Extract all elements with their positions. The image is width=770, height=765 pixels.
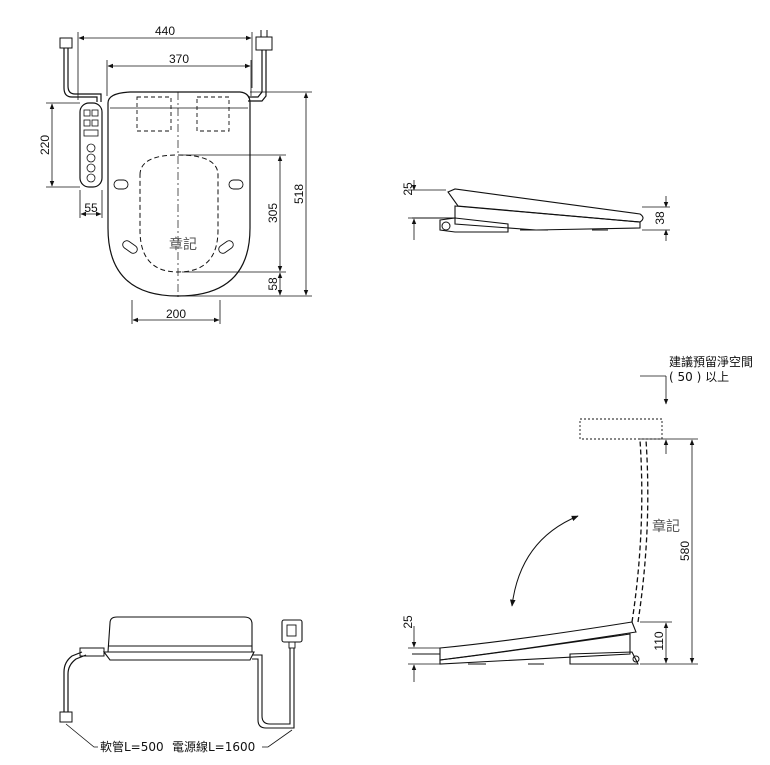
open-view-dimensions [408, 375, 698, 682]
front-view [59, 616, 303, 748]
dim-width-inner: 370 [169, 52, 189, 66]
mount-block-right [196, 96, 230, 132]
top-view [59, 30, 273, 300]
side-control-panel [79, 102, 103, 188]
dim-opening-width: 200 [166, 307, 186, 321]
dim-panel-width: 55 [84, 201, 98, 215]
dim-lid-thickness: 38 [653, 211, 667, 225]
dim-width-outer: 440 [155, 24, 175, 38]
water-valve-fitting [59, 37, 73, 49]
seat-opening [139, 154, 219, 273]
front-power-plug [281, 619, 303, 643]
side-view-dimensions [408, 180, 670, 241]
dim-open-height: 580 [678, 541, 692, 561]
dim-opening-length: 305 [266, 203, 280, 223]
dim-front-offset: 58 [266, 277, 280, 291]
mount-block-left [136, 96, 172, 132]
front-lid [107, 616, 253, 653]
top-view-dimensions [46, 32, 312, 324]
dim-open-seat-height: 25 [401, 615, 415, 629]
cord-length-label: 電源線L=1600 [172, 739, 255, 754]
stamp-mark-open: 章記 [652, 518, 680, 535]
clearance-note-line1: 建議預留淨空間 [669, 355, 753, 369]
seat-outline [107, 91, 251, 297]
clearance-note-line2: ( 50 ) 以上 [669, 370, 729, 384]
clearance-zone [579, 418, 663, 440]
stamp-mark-top: 章記 [169, 236, 197, 253]
front-water-valve [59, 711, 73, 723]
rotation-arrow [509, 515, 579, 607]
hose-length-label: 軟管L=500 [100, 739, 164, 754]
dim-side-seat-height: 25 [401, 182, 415, 196]
side-view-closed [412, 188, 644, 233]
dim-hinge-height: 110 [652, 631, 666, 650]
raised-lid [631, 439, 643, 623]
power-plug-box [255, 36, 273, 51]
dim-panel-height: 220 [38, 135, 52, 155]
dim-length-total: 518 [292, 184, 306, 204]
open-view [412, 418, 663, 665]
